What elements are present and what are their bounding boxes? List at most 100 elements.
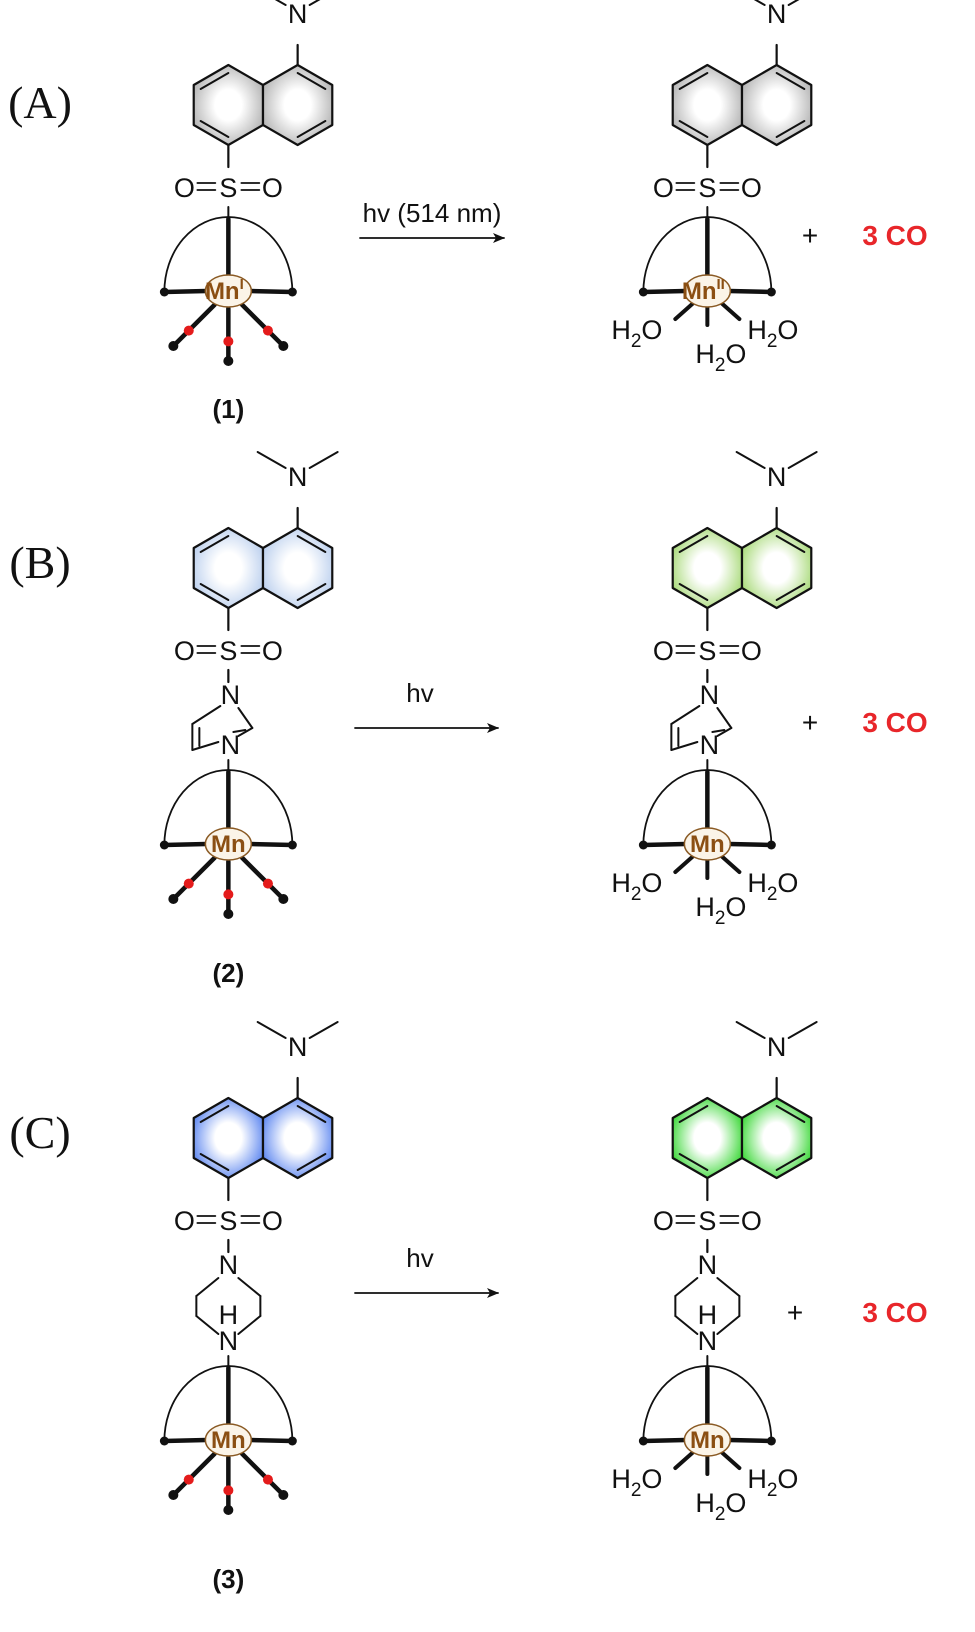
- water-h: H: [747, 1464, 767, 1494]
- bond: [716, 1277, 741, 1297]
- double-bond: [775, 1153, 806, 1171]
- methyl-bond: [735, 451, 766, 469]
- bond: [674, 1277, 699, 1297]
- metal-symbol: Mn: [205, 278, 240, 305]
- water-formula: H2O: [611, 868, 662, 905]
- double-bond: [296, 535, 327, 553]
- double-bond: [775, 1105, 806, 1123]
- double-bond: [296, 1153, 327, 1171]
- water-subscript: 2: [767, 331, 778, 352]
- ligand-dot: [159, 287, 169, 297]
- panel-label: (C): [9, 1107, 70, 1158]
- naphthalene-ring: [671, 63, 813, 147]
- carbonyl-oxygen-dot: [183, 1474, 194, 1485]
- oxygen: O: [262, 1206, 283, 1236]
- naphthalene-ring: [192, 63, 334, 147]
- water-h: H: [747, 315, 767, 345]
- panel-b: (B)hv+3 CO(2): [9, 537, 927, 988]
- manganese-center: [204, 827, 253, 861]
- methyl-bond: [308, 451, 339, 469]
- panel-label: (A): [8, 77, 72, 128]
- ring-left: [671, 63, 744, 147]
- carbonyl-oxygen-dot: [262, 325, 273, 336]
- water-o: O: [641, 1464, 662, 1494]
- ligand-dot: [638, 287, 648, 297]
- aqua-bond: [673, 1450, 696, 1470]
- water-o: O: [725, 339, 746, 369]
- released-co: 3 CO: [862, 707, 927, 738]
- water-bottom: H2O: [695, 892, 746, 929]
- naphthalene-ring: [192, 526, 334, 610]
- oxygen: O: [262, 173, 283, 203]
- amine-nitrogen: N: [767, 0, 787, 29]
- double-bond: [678, 1153, 709, 1171]
- bond: [237, 1315, 262, 1335]
- aqua-bond: [673, 854, 696, 874]
- ring-left: [192, 63, 265, 147]
- water-o: O: [725, 892, 746, 922]
- ligand-dot: [766, 287, 776, 297]
- paren: (: [212, 1564, 221, 1594]
- methyl-bond: [787, 451, 818, 469]
- double-bond: [711, 729, 726, 733]
- plus-sign: +: [802, 707, 818, 738]
- aqua-bond: [673, 301, 696, 321]
- water-subscript: 2: [631, 1480, 642, 1501]
- carbonyl-oxygen-dot: [262, 1474, 273, 1485]
- carbonyl-carbon-dot: [168, 1490, 179, 1500]
- oxidation-state: II: [717, 276, 725, 293]
- nh-hydrogen: H: [698, 1300, 718, 1330]
- double-bond: [678, 583, 709, 601]
- water-left: H2O: [611, 315, 662, 352]
- ring-right: [740, 1096, 813, 1180]
- water-formula: H2O: [695, 892, 746, 929]
- imidazole-nitrogen: N: [221, 680, 241, 710]
- metal-symbol: Mn: [211, 831, 246, 858]
- plus-sign: +: [787, 1297, 803, 1328]
- methyl-bond: [256, 1021, 287, 1039]
- compound-number: (1): [212, 394, 244, 424]
- double-bond: [775, 120, 806, 138]
- water-right: H2O: [747, 868, 798, 905]
- oxidation-state: I: [240, 276, 244, 293]
- double-bond: [296, 120, 327, 138]
- water-right: H2O: [747, 1464, 798, 1501]
- bond: [670, 741, 699, 751]
- amine-nitrogen: N: [767, 1032, 787, 1062]
- oxygen: O: [653, 173, 674, 203]
- water-subscript: 2: [715, 355, 726, 376]
- water-right: H2O: [747, 315, 798, 352]
- ligand-dot: [287, 840, 297, 850]
- carbonyl-oxygen-dot: [183, 878, 194, 889]
- double-bond: [199, 1153, 230, 1171]
- bond: [195, 1315, 220, 1335]
- bond: [237, 727, 254, 737]
- water-h: H: [695, 339, 715, 369]
- amine-nitrogen: N: [288, 0, 308, 29]
- bond: [641, 288, 688, 295]
- metal-symbol: Mn: [211, 1427, 246, 1454]
- water-formula: H2O: [695, 339, 746, 376]
- ring-right: [740, 526, 813, 610]
- water-h: H: [747, 868, 767, 898]
- manganese-label: Mn: [211, 831, 246, 858]
- water-o: O: [777, 1464, 798, 1494]
- water-left: H2O: [611, 868, 662, 905]
- carbonyl-carbon-dot: [278, 1490, 289, 1500]
- carbonyl-carbon-dot: [278, 894, 289, 904]
- ligand-dot: [159, 1436, 169, 1446]
- ring-right: [740, 63, 813, 147]
- methyl-bond: [308, 1021, 339, 1039]
- manganese-label: Mn: [690, 831, 725, 858]
- ring-left: [192, 1096, 265, 1180]
- water-h: H: [611, 315, 631, 345]
- paren: ): [236, 958, 245, 988]
- carbonyl-carbon-dot: [278, 341, 289, 351]
- water-subscript: 2: [767, 1480, 778, 1501]
- bond: [716, 707, 733, 729]
- ligand-dot: [638, 1436, 648, 1446]
- sulfur: S: [698, 636, 716, 666]
- water-subscript: 2: [767, 884, 778, 905]
- methyl-bond: [735, 1021, 766, 1039]
